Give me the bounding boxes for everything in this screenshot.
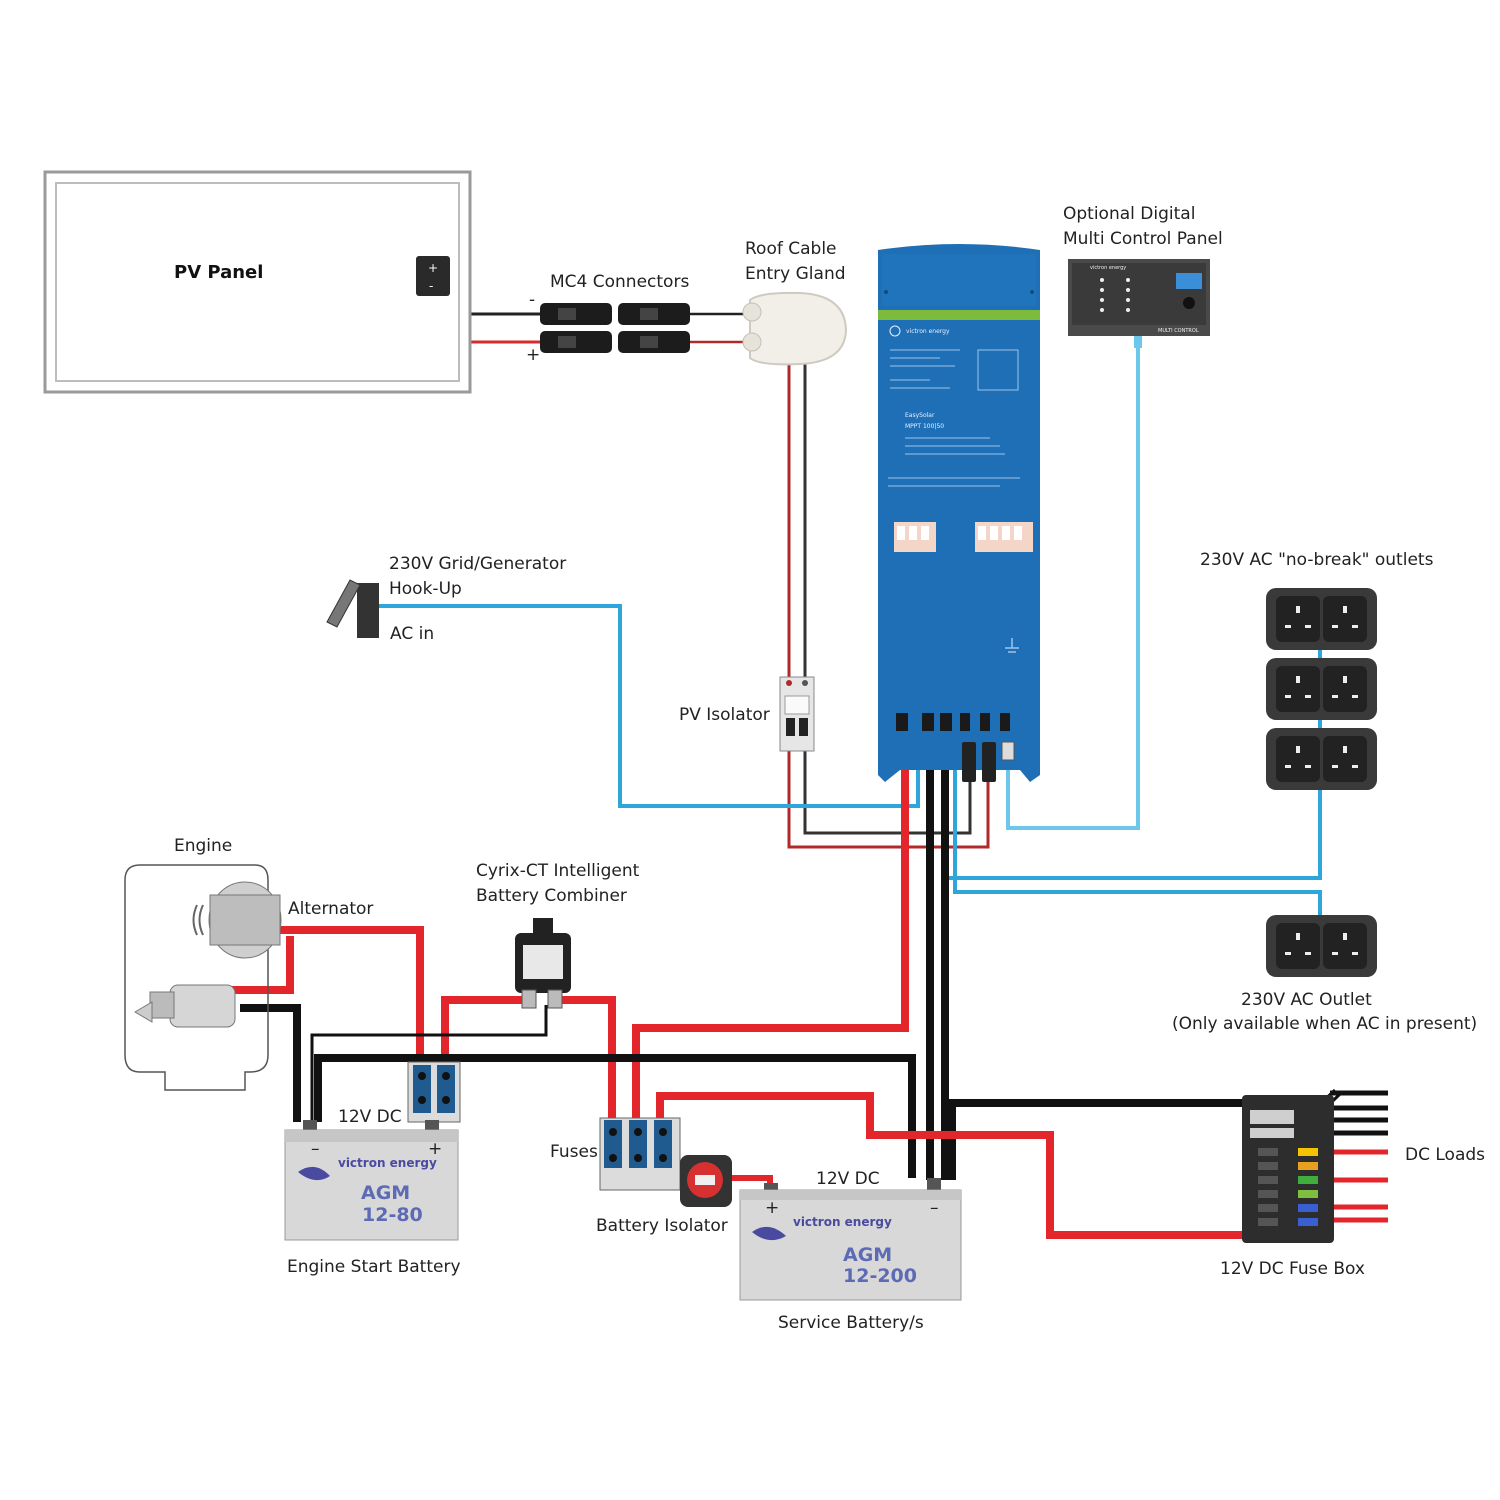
gland-icon: [742, 291, 848, 366]
inverter-model-1: EasySolar: [905, 412, 935, 419]
engine-battery-brand: victron energy: [338, 1156, 437, 1170]
ground-symbol-icon: [1005, 638, 1019, 653]
cyrix-to-engine-fuse: [441, 996, 530, 1065]
alternator-label: Alternator: [288, 899, 373, 919]
dc-fuse-box: DC Loads 12V DC Fuse Box: [1220, 1095, 1485, 1279]
engine-battery-minus: –: [311, 1139, 320, 1159]
socket-outlet-icon: [1266, 915, 1377, 977]
negative-bus: [314, 1054, 916, 1178]
svg-text:-: -: [429, 279, 433, 293]
battery-isolator-label: Battery Isolator: [596, 1216, 728, 1236]
cyrix-ground: [310, 1005, 548, 1122]
service-battery-label: Service Battery/s: [778, 1313, 924, 1333]
svg-text:+: +: [428, 261, 438, 275]
junction-box-icon: + -: [416, 256, 450, 296]
fuse-to-isolator: [656, 1092, 1285, 1239]
inverter-cable-glands: [896, 713, 1015, 782]
control-footer: MULTI CONTROL: [1158, 328, 1199, 334]
ac-outlets: 230V AC "no-break" outlets: [1172, 550, 1477, 1034]
isolator-to-inverter-negative: [803, 750, 972, 835]
starter-positive: [230, 936, 294, 994]
grid-hookup: 230V Grid/Generator Hook-Up AC in: [326, 554, 566, 644]
blade-fuse-icons: [1258, 1148, 1318, 1226]
battery-isolator: Battery Isolator: [596, 1155, 732, 1236]
socket-outlet-icon: [1266, 658, 1377, 720]
ac-outlet-label-1: 230V AC Outlet: [1241, 990, 1372, 1010]
fusebox-negative: [948, 1099, 1280, 1180]
pv-isolator-label: PV Isolator: [679, 705, 770, 725]
engine-battery-label: Engine Start Battery: [287, 1257, 461, 1277]
starter-motor-icon: [134, 984, 236, 1028]
socket-outlet-icon: [1266, 728, 1377, 790]
service-battery-model: 12-200: [843, 1265, 917, 1287]
engine-battery-model: 12-80: [362, 1204, 423, 1226]
mc4-connector-icon: [540, 303, 690, 353]
grid-label-2: Hook-Up: [389, 579, 462, 599]
cyrix-to-service-fuse: [555, 996, 616, 1120]
engine-battery-plus: +: [428, 1139, 442, 1159]
engine-fuse-block: [407, 1061, 461, 1123]
cyrix-label-2: Battery Combiner: [476, 886, 627, 906]
isolator-switch-icon: [680, 1155, 732, 1207]
gland-label-1: Roof Cable: [745, 239, 837, 259]
grid-label-1: 230V Grid/Generator: [389, 554, 566, 574]
victron-logo-icon: [298, 1166, 330, 1181]
multi-control-panel: Optional Digital Multi Control Panel vic…: [1063, 204, 1223, 348]
easysolar-inverter: victron energy EasySolar MPPT 100|50: [878, 244, 1040, 782]
ac-in-label: AC in: [390, 624, 434, 644]
isolator-to-inverter-positive: [787, 750, 990, 849]
ac-in-cable: [378, 604, 920, 808]
control-label-1: Optional Digital: [1063, 204, 1195, 224]
service-fuse-block: Fuses: [550, 1117, 681, 1191]
inverter-dc-positive: [632, 730, 909, 1120]
fuses-label: Fuses: [550, 1142, 598, 1162]
ac-outlets-label: 230V AC "no-break" outlets: [1200, 550, 1434, 570]
engine-label: Engine: [174, 836, 232, 856]
inverter-faceplate-text: [888, 349, 1020, 487]
shore-power-plug-icon: [326, 579, 379, 638]
mc4-minus: -: [529, 290, 535, 310]
cyrix-label-1: Cyrix-CT Intelligent: [476, 861, 640, 881]
ac-out-grid-only: [953, 740, 1322, 918]
inverter-breaker-icons: [894, 522, 1033, 552]
alternator-positive: [275, 926, 424, 1065]
ac-outlet-label-2: (Only available when AC in present): [1172, 1014, 1477, 1034]
fuse-box-label: 12V DC Fuse Box: [1220, 1259, 1365, 1279]
victron-logo-icon: [889, 325, 901, 337]
pv-panel-label: PV Panel: [174, 262, 263, 283]
pv-panel: PV Panel + -: [43, 170, 472, 394]
service-battery-brand: victron energy: [793, 1215, 892, 1229]
service-battery-type: AGM: [843, 1244, 892, 1266]
control-label-2: Multi Control Panel: [1063, 229, 1223, 249]
control-panel-cable: [1006, 345, 1140, 830]
mc4-connectors: MC4 Connectors - +: [526, 272, 690, 365]
dc-loads-label: DC Loads: [1405, 1145, 1485, 1165]
inverter-model-2: MPPT 100|50: [905, 423, 944, 430]
engine: Engine Alternator: [124, 836, 373, 1091]
engine-battery-type: AGM: [361, 1182, 410, 1204]
socket-pins: [1285, 606, 1358, 955]
roof-cable-entry-gland: Roof Cable Entry Gland: [742, 239, 848, 366]
victron-logo-icon: [752, 1226, 786, 1241]
engine-negative: [240, 1004, 301, 1122]
pv-isolator: PV Isolator: [679, 676, 815, 752]
socket-outlet-icon: [1266, 588, 1377, 650]
engine-start-battery: 12V DC – + victron energy AGM 12-80 Engi…: [284, 1107, 461, 1277]
control-brand: victron energy: [1090, 265, 1126, 271]
service-battery-minus: –: [930, 1198, 939, 1218]
cyrix-battery-combiner: Cyrix-CT Intelligent Battery Combiner: [476, 861, 640, 1009]
mc4-plus: +: [526, 345, 540, 365]
service-battery: 12V DC + – victron energy AGM 12-200 Ser…: [739, 1169, 962, 1333]
mc4-label: MC4 Connectors: [550, 272, 689, 292]
service-12v-label: 12V DC: [816, 1169, 880, 1189]
alternator-icon: [192, 881, 282, 959]
inverter-brand: victron energy: [906, 328, 950, 335]
service-battery-plus: +: [765, 1198, 779, 1218]
engine-12v-label: 12V DC: [338, 1107, 402, 1127]
gland-label-2: Entry Gland: [745, 264, 846, 284]
